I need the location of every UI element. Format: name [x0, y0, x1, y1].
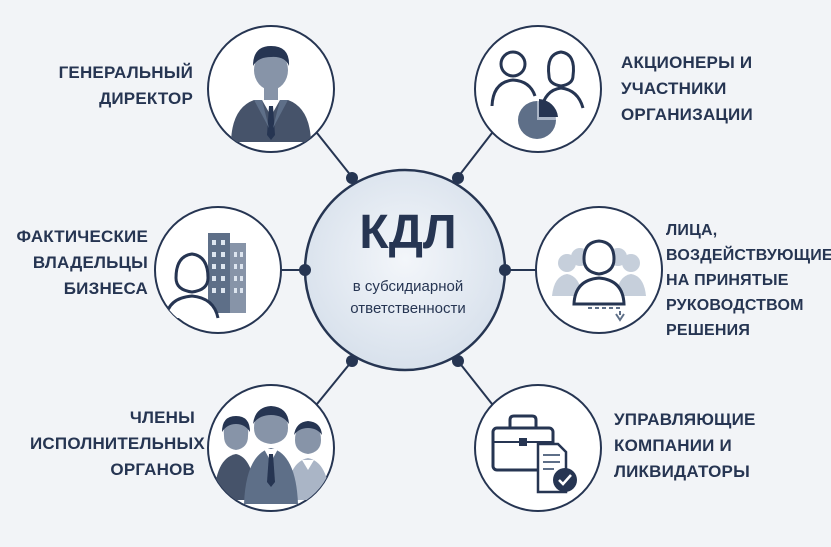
person-building-icon — [164, 233, 246, 319]
connector-executive-members — [316, 360, 353, 405]
center-subtitle-line: ответственности — [350, 300, 466, 317]
businessman-icon — [231, 46, 311, 142]
node-general-director — [207, 25, 335, 153]
label-line: ФАКТИЧЕСКИЕ — [16, 227, 148, 246]
influencer-group-icon — [552, 239, 646, 322]
label-shareholders: АКЦИОНЕРЫ И УЧАСТНИКИ ОРГАНИЗАЦИИ — [621, 50, 753, 128]
label-line: ИСПОЛНИТЕЛЬНЫХ — [30, 434, 205, 453]
label-line: ЛИКВИДАТОРЫ — [614, 462, 750, 481]
label-influencers: ЛИЦА, ВОЗДЕЙСТВУЮЩИЕ НА ПРИНЯТЫЕ РУКОВОД… — [666, 218, 831, 343]
label-executive-members: ЧЛЕНЫ ИСПОЛНИТЕЛЬНЫХ ОРГАНОВ — [30, 405, 205, 483]
junction-dot — [346, 172, 358, 184]
label-general-director: ГЕНЕРАЛЬНЫЙ ДИРЕКТОР — [28, 60, 193, 112]
label-line: ГЕНЕРАЛЬНЫЙ — [58, 63, 193, 82]
label-line: УЧАСТНИКИ — [621, 79, 727, 98]
briefcase-document-icon — [491, 414, 577, 494]
label-line: ОРГАНИЗАЦИИ — [621, 105, 753, 124]
node-influencers — [535, 206, 663, 334]
label-line: РЕШЕНИЯ — [666, 322, 751, 339]
label-line: РУКОВОДСТВОМ — [666, 297, 804, 314]
connector-general-director — [316, 132, 353, 178]
label-actual-owners: ФАКТИЧЕСКИЕ ВЛАДЕЛЬЦЫ БИЗНЕСА — [0, 224, 148, 302]
label-line: ДИРЕКТОР — [99, 89, 193, 108]
junction-dots — [299, 172, 511, 367]
junction-dot — [346, 355, 358, 367]
label-line: НА ПРИНЯТЫЕ — [666, 272, 789, 289]
label-line: КОМПАНИИ И — [614, 436, 732, 455]
label-managers-liquidators: УПРАВЛЯЮЩИЕ КОМПАНИИ И ЛИКВИДАТОРЫ — [614, 407, 756, 485]
label-line: УПРАВЛЯЮЩИЕ — [614, 410, 756, 429]
center-subtitle: в субсидиарной ответственности — [317, 276, 499, 320]
label-line: ВОЗДЕЙСТВУЮЩИЕ — [666, 247, 831, 264]
node-actual-owners — [154, 206, 282, 334]
node-shareholders — [474, 25, 602, 153]
team-icon — [214, 406, 330, 504]
junction-dot — [452, 355, 464, 367]
shareholders-pie-icon — [490, 50, 585, 140]
center-subtitle-line: в субсидиарной — [352, 278, 464, 295]
center-title: КДЛ — [359, 206, 457, 259]
label-line: БИЗНЕСА — [63, 279, 148, 298]
label-line: ВЛАДЕЛЬЦЫ — [32, 253, 148, 272]
label-line: ЛИЦА, — [666, 222, 718, 239]
connectors — [281, 132, 536, 405]
center-circle — [303, 168, 507, 372]
junction-dot — [452, 172, 464, 184]
connector-shareholders — [457, 132, 493, 178]
node-executive-members — [207, 384, 335, 512]
node-managers-liquidators — [474, 384, 602, 512]
connector-managers-liquidators — [457, 360, 493, 405]
label-line: ОРГАНОВ — [110, 460, 195, 479]
junction-dot — [499, 264, 511, 276]
label-line: ЧЛЕНЫ — [129, 408, 195, 427]
junction-dot — [299, 264, 311, 276]
label-line: АКЦИОНЕРЫ И — [621, 53, 753, 72]
